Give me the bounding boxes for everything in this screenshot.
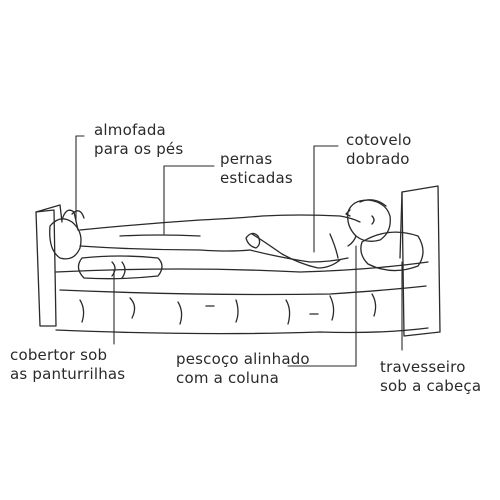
label-pillow: travesseiro sob a cabeça — [380, 358, 481, 396]
bed — [35, 185, 441, 337]
leader-lines — [75, 135, 403, 367]
blanket-roll — [77, 255, 163, 280]
label-neck-line2: com a coluna — [176, 369, 279, 387]
label-legs: pernas esticadas — [220, 150, 293, 188]
label-foot-pillow-line2: para os pés — [94, 140, 184, 158]
label-blanket: cobertor sob as panturrilhas — [10, 346, 125, 384]
label-foot-pillow-line1: almofada — [94, 121, 166, 139]
label-blanket-line1: cobertor sob — [10, 346, 108, 364]
foot-pillow — [49, 218, 82, 260]
label-legs-line2: esticadas — [220, 169, 293, 187]
leader-foot-pillow — [75, 135, 85, 223]
leader-legs — [163, 165, 215, 235]
head-pillow — [360, 231, 424, 272]
label-neck: pescoço alinhado com a coluna — [176, 350, 310, 388]
label-elbow-line1: cotovelo — [346, 131, 412, 149]
leader-neck — [287, 245, 357, 367]
label-pillow-line2: sob a cabeça — [380, 377, 482, 395]
patient-body — [61, 199, 391, 269]
label-blanket-line2: as panturrilhas — [10, 365, 126, 383]
label-elbow: cotovelo dobrado — [346, 131, 412, 169]
label-foot-pillow: almofada para os pés — [94, 121, 183, 159]
label-pillow-line1: travesseiro — [380, 358, 466, 376]
label-neck-line1: pescoço alinhado — [176, 350, 310, 368]
leader-elbow — [313, 145, 339, 253]
label-elbow-line2: dobrado — [346, 150, 410, 168]
label-legs-line1: pernas — [220, 150, 273, 168]
